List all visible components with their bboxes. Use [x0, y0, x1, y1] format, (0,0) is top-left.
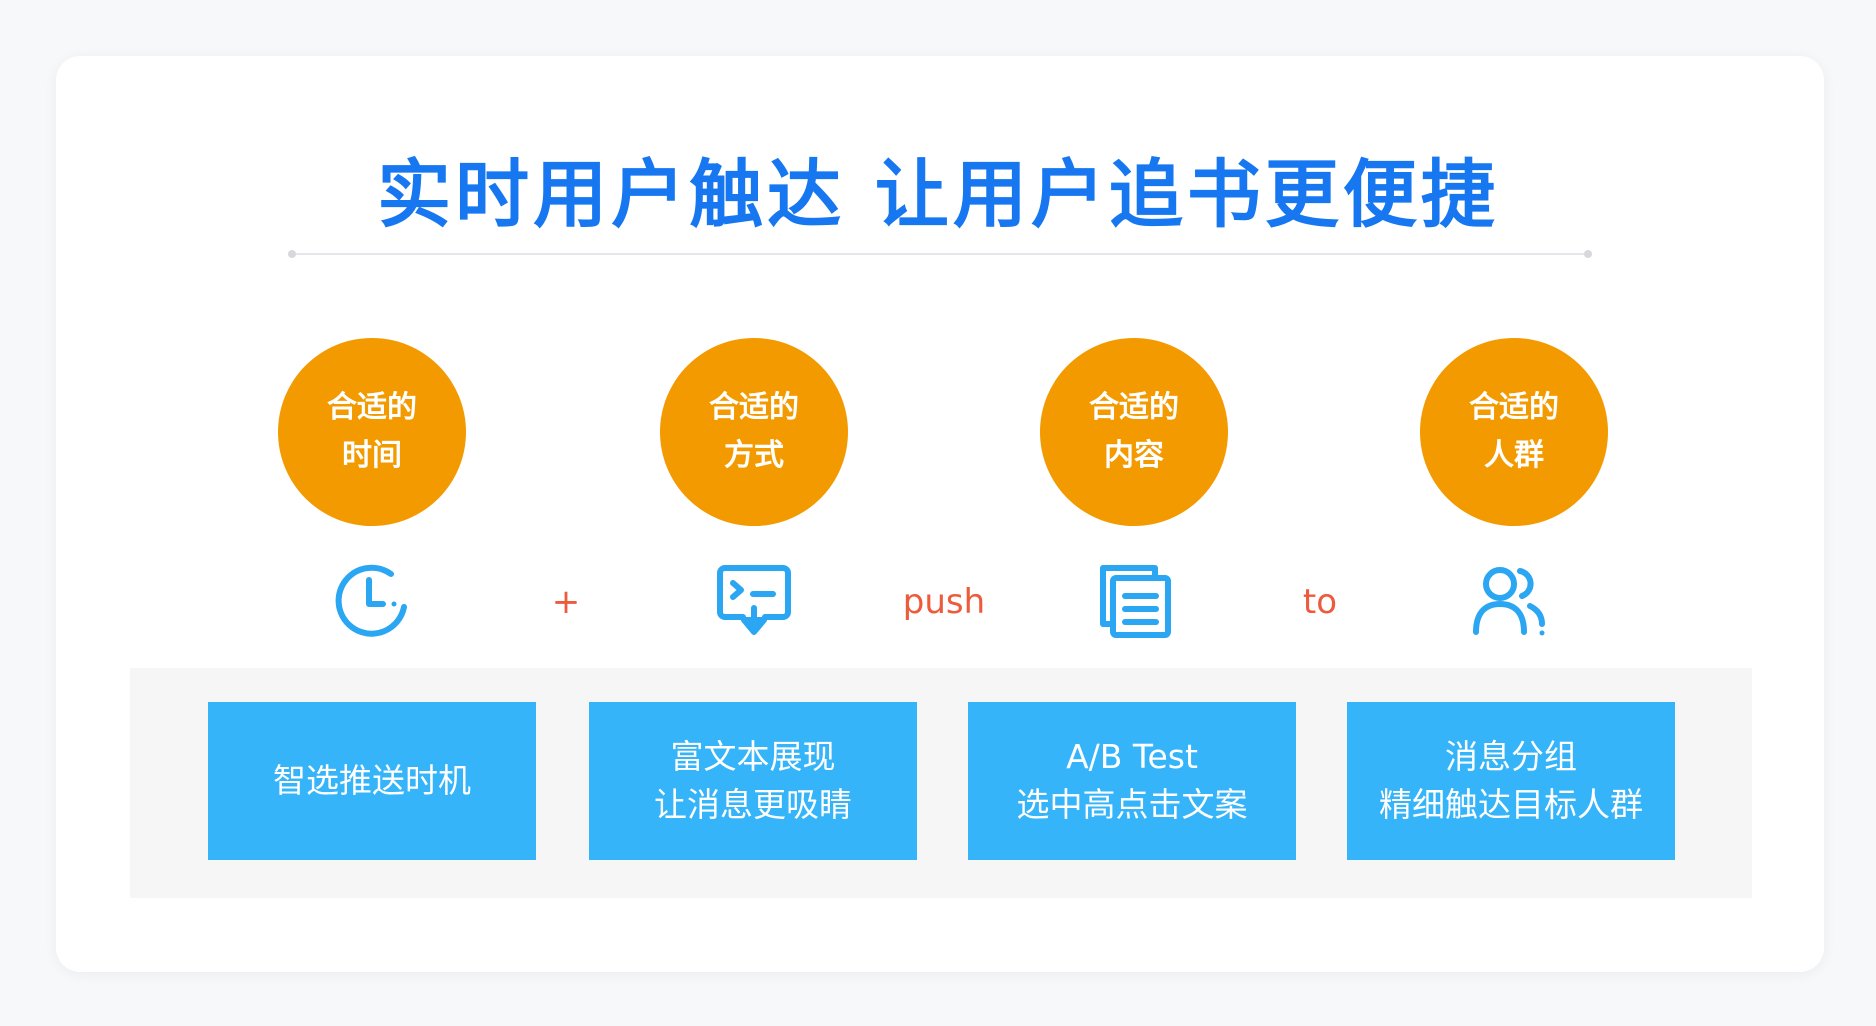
- feature-box-time: 智选推送时机: [208, 702, 536, 860]
- users-icon: [1470, 560, 1552, 642]
- feature-box-content: A/B Test 选中高点击文案: [968, 702, 1296, 860]
- circle-content-line1: 合适的: [1089, 390, 1179, 425]
- push-message-icon: [713, 560, 795, 642]
- circle-method-line1: 合适的: [709, 390, 799, 425]
- feature-box-method-line1: 富文本展现: [670, 737, 836, 776]
- feature-box-audience-line1: 消息分组: [1445, 737, 1577, 776]
- circle-audience-line1: 合适的: [1469, 390, 1559, 425]
- feature-box-method: 富文本展现 让消息更吸睛: [589, 702, 917, 860]
- feature-box-content-line1: A/B Test: [1066, 737, 1198, 776]
- page-title: 实时用户触达 让用户追书更便捷: [377, 152, 1499, 238]
- divider-dot-right: [1584, 250, 1592, 258]
- circle-method-line2: 方式: [724, 438, 784, 473]
- feature-box-method-line2: 让消息更吸睛: [654, 785, 852, 824]
- circle-audience-line2: 人群: [1484, 438, 1544, 473]
- clock-icon: [331, 560, 413, 642]
- circle-time-line2: 时间: [342, 438, 402, 473]
- feature-box-content-line2: 选中高点击文案: [1016, 785, 1248, 824]
- circle-time: 合适的 时间: [278, 338, 466, 526]
- title-divider: [288, 250, 1592, 258]
- divider-dot-left: [288, 250, 296, 258]
- circle-time-line1: 合适的: [327, 390, 417, 425]
- feature-box-audience-line2: 精细触达目标人群: [1379, 785, 1643, 824]
- connector-plus: +: [551, 582, 581, 622]
- feature-box-time-line1: 智选推送时机: [273, 761, 471, 800]
- documents-icon: [1093, 560, 1175, 642]
- circle-content-line2: 内容: [1104, 438, 1164, 473]
- connector-push: push: [902, 582, 986, 622]
- circle-content: 合适的 内容: [1040, 338, 1228, 526]
- circle-audience: 合适的 人群: [1420, 338, 1608, 526]
- connector-to: to: [1302, 582, 1338, 622]
- feature-box-audience: 消息分组 精细触达目标人群: [1347, 702, 1675, 860]
- circle-method: 合适的 方式: [660, 338, 848, 526]
